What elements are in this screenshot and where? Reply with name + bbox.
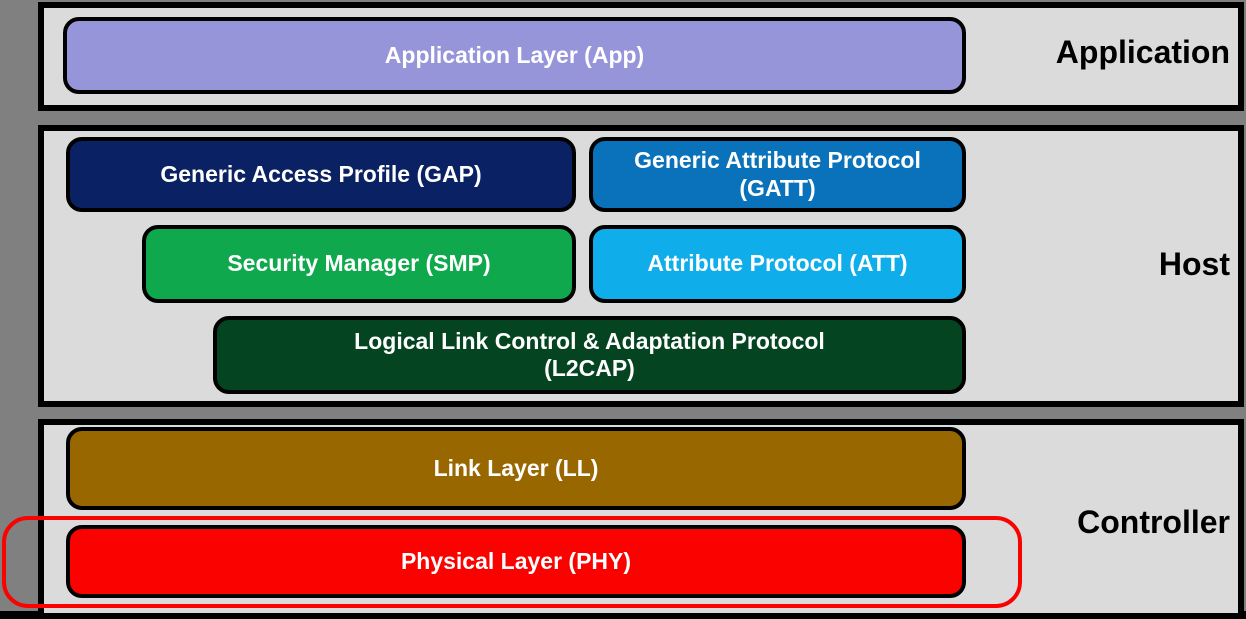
box-generic-attribute-protocol: Generic Attribute Protocol (GATT) <box>589 137 966 212</box>
box-l2cap: Logical Link Control & Adaptation Protoc… <box>213 316 966 394</box>
box-physical-layer-label: Physical Layer (PHY) <box>400 547 632 574</box>
section-label-host: Host <box>1158 246 1230 282</box>
box-generic-access-profile: Generic Access Profile (GAP) <box>66 137 576 212</box>
phy-highlight-outline <box>2 516 1022 608</box>
section-label-controller: Controller <box>1077 504 1230 540</box>
box-attribute-protocol: Attribute Protocol (ATT) <box>589 225 966 303</box>
box-smp-label: Security Manager (SMP) <box>227 250 491 277</box>
box-gap-label: Generic Access Profile (GAP) <box>160 160 482 187</box>
box-physical-layer: Physical Layer (PHY) <box>66 525 966 598</box>
box-att-label: Attribute Protocol (ATT) <box>647 250 908 277</box>
box-l2cap-label-line2: (L2CAP) <box>544 355 635 381</box>
box-application-layer-label: Application Layer (App) <box>384 41 645 68</box>
box-application-layer: Application Layer (App) <box>63 17 966 94</box>
box-l2cap-label-line1: Logical Link Control & Adaptation Protoc… <box>354 327 825 354</box>
section-label-application: Application <box>1055 34 1230 70</box>
box-link-layer: Link Layer (LL) <box>66 427 966 510</box>
box-link-layer-label: Link Layer (LL) <box>433 454 599 481</box>
box-gatt-label-line2: (GATT) <box>739 174 816 201</box>
box-security-manager: Security Manager (SMP) <box>142 225 576 303</box>
box-gatt-label-line1: Generic Attribute Protocol <box>634 147 921 174</box>
